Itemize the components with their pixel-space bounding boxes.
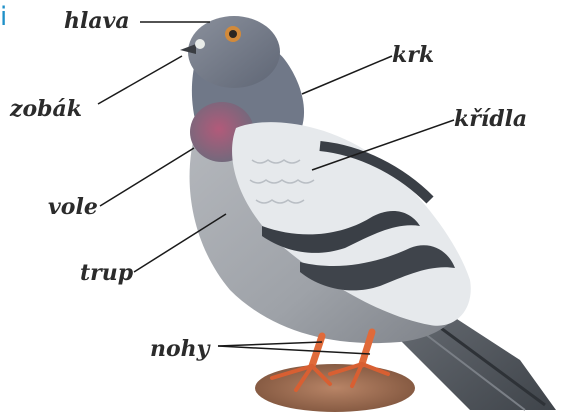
leader-nohy-1 — [218, 342, 322, 346]
label-trup: trup — [80, 262, 133, 284]
corner-mark: i — [0, 4, 7, 30]
label-vole: vole — [48, 196, 98, 218]
cere — [195, 39, 205, 49]
leader-krk — [302, 56, 392, 94]
pigeon-beak — [180, 44, 196, 54]
leader-zobak — [98, 56, 182, 104]
label-nohy: nohy — [150, 338, 209, 360]
leader-vole — [100, 148, 194, 206]
label-hlava: hlava — [64, 10, 130, 32]
label-kridla: křídla — [454, 108, 527, 130]
label-zobak: zobák — [10, 98, 82, 120]
label-krk: krk — [392, 44, 434, 66]
leader-nohy-2 — [218, 346, 370, 354]
